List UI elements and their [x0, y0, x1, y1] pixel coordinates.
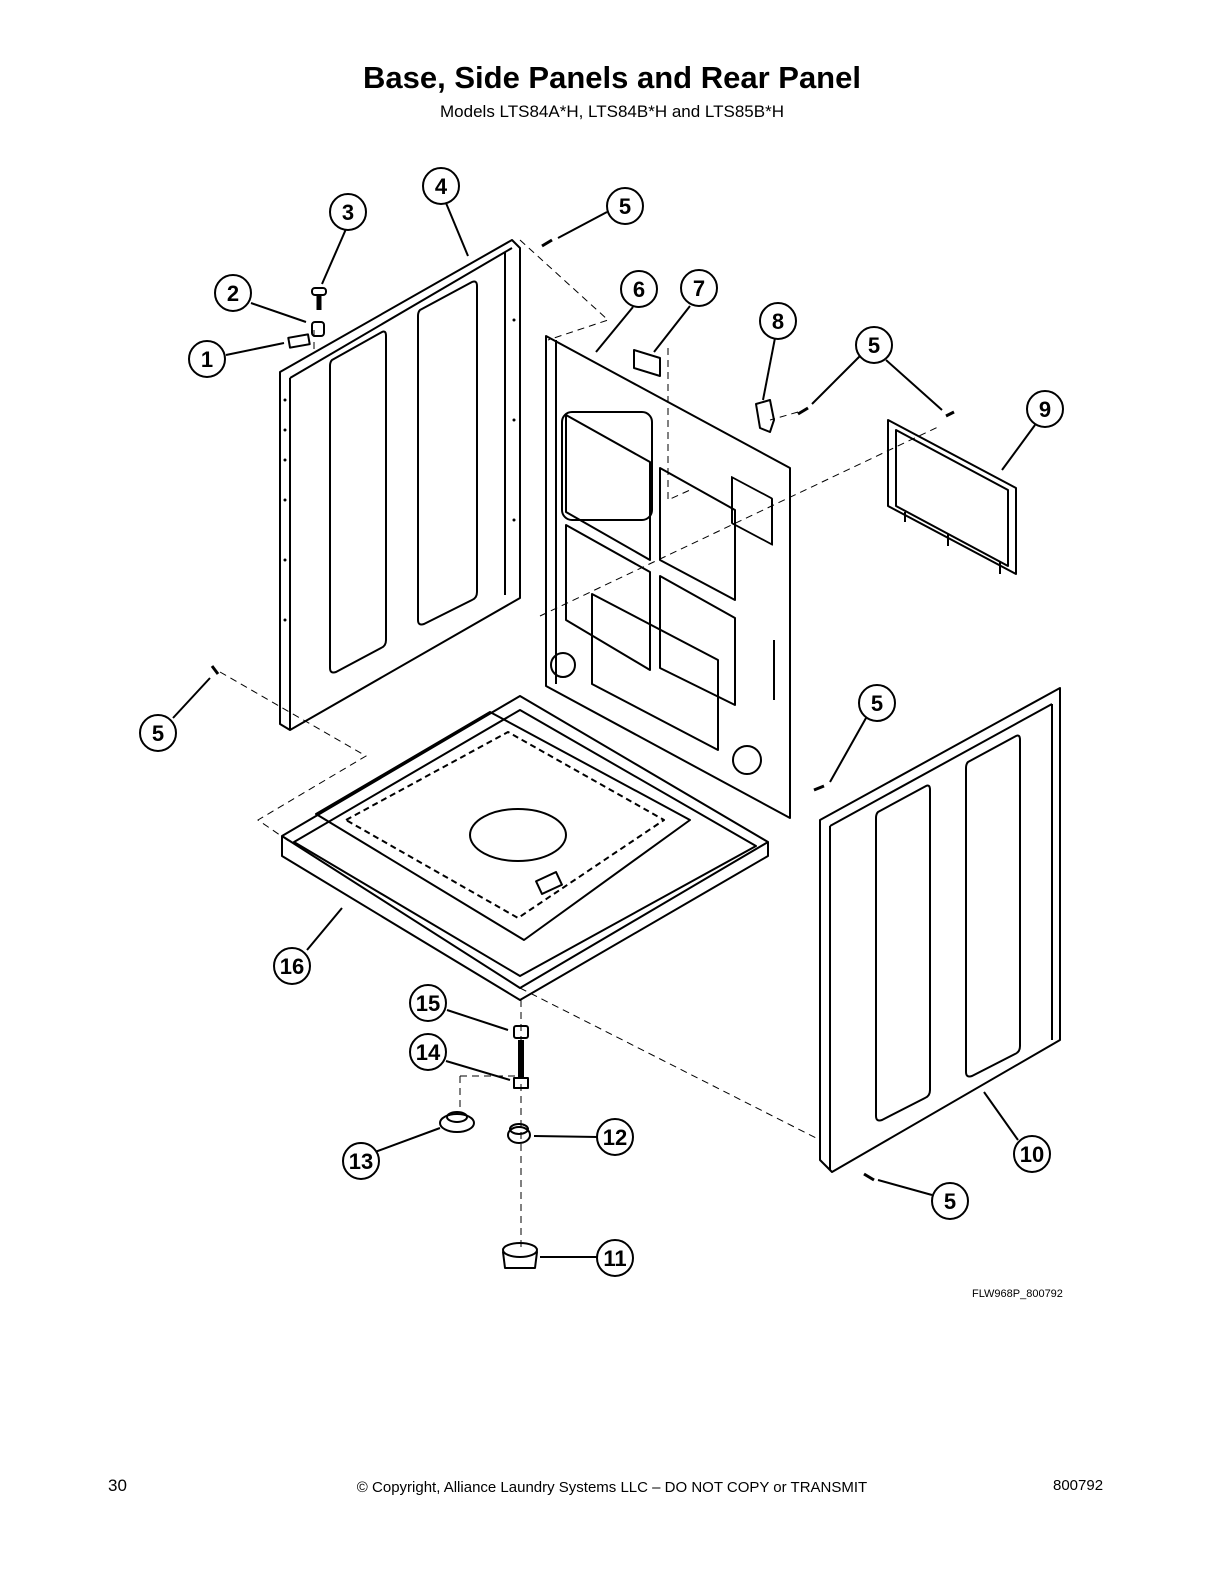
- callout-number: 5: [619, 194, 631, 219]
- leader-line: [885, 359, 943, 411]
- rear-panel: [545, 335, 791, 819]
- callout-4: 4: [422, 167, 460, 205]
- dashed-line: [539, 425, 941, 617]
- plug: [287, 333, 311, 349]
- copyright-notice: © Copyright, Alliance Laundry Systems LL…: [356, 1479, 868, 1496]
- leader-line: [829, 717, 867, 783]
- page-subtitle: Models LTS84A*H, LTS84B*H and LTS85B*H: [440, 102, 784, 121]
- leader-line: [1001, 424, 1036, 471]
- leader-line: [653, 305, 691, 353]
- grommet: [311, 321, 325, 337]
- leader-line: [557, 211, 608, 239]
- callout-number: 15: [416, 991, 440, 1016]
- callout-number: 5: [152, 721, 164, 746]
- callout-13: 13: [342, 1142, 380, 1180]
- access-cover: [887, 419, 1017, 575]
- callout-number: 4: [435, 174, 448, 199]
- callout-1: 1: [188, 340, 226, 378]
- right-side-panel: [819, 687, 1061, 1173]
- page-title: Base, Side Panels and Rear Panel: [363, 60, 861, 95]
- callout-number: 5: [871, 691, 883, 716]
- leader-line: [172, 677, 211, 719]
- callout-10: 10: [1013, 1135, 1051, 1173]
- callout-12: 12: [596, 1118, 634, 1156]
- base: [281, 695, 769, 1001]
- callout-number: 5: [868, 333, 880, 358]
- left-side-panel: [279, 239, 521, 731]
- leader-line: [811, 355, 861, 405]
- document-number: 800792: [1053, 1477, 1104, 1494]
- screw-top: [311, 287, 327, 310]
- callout-7: 7: [680, 269, 718, 307]
- callout-number: 16: [280, 954, 304, 979]
- leader-line: [983, 1091, 1019, 1141]
- callout-number: 1: [201, 347, 213, 372]
- callout-15: 15: [409, 984, 447, 1022]
- label: [633, 349, 661, 377]
- leader-line: [445, 202, 469, 257]
- dashed-line: [519, 987, 821, 1141]
- page-number: 30: [108, 1476, 127, 1495]
- callout-number: 9: [1039, 397, 1051, 422]
- leader-line: [250, 302, 307, 323]
- callout-3: 3: [329, 193, 367, 231]
- leader-line: [374, 1127, 441, 1153]
- callout-number: 13: [349, 1149, 373, 1174]
- screws: [210, 238, 955, 1182]
- callout-5: 5: [606, 187, 644, 225]
- hinge: [755, 399, 775, 433]
- callout-number: 12: [603, 1125, 627, 1150]
- dashed-line: [219, 671, 367, 843]
- callout-number: 11: [603, 1246, 626, 1271]
- drawing-id: FLW968P_800792: [972, 1288, 1063, 1300]
- callout-14: 14: [409, 1033, 447, 1071]
- callout-number: 14: [416, 1040, 441, 1065]
- leader-line: [306, 907, 343, 951]
- leader-line: [321, 228, 347, 285]
- leader-line: [225, 342, 285, 356]
- leader-line: [762, 337, 776, 401]
- dashed-line: [519, 239, 609, 341]
- callout-number: 5: [944, 1189, 956, 1214]
- dashed-line: [667, 348, 691, 501]
- callout-number: 7: [693, 276, 705, 301]
- callout-2: 2: [214, 274, 252, 312]
- callout-11: 11: [596, 1239, 634, 1277]
- callout-number: 8: [772, 309, 784, 334]
- foot-assembly: [439, 1025, 538, 1269]
- callout-16: 16: [273, 947, 311, 985]
- callout-8: 8: [759, 302, 797, 340]
- callout-number: 2: [227, 281, 239, 306]
- dashed-line: [769, 411, 799, 421]
- leader-line: [877, 1179, 933, 1196]
- leader-line: [595, 306, 634, 353]
- callout-9: 9: [1026, 390, 1064, 428]
- callout-5: 5: [139, 714, 177, 752]
- callout-5: 5: [931, 1182, 969, 1220]
- callout-number: 10: [1020, 1142, 1044, 1167]
- callout-6: 6: [620, 270, 658, 308]
- callout-5: 5: [855, 326, 893, 364]
- callout-5: 5: [858, 684, 896, 722]
- leader-line: [445, 1060, 511, 1081]
- leader-line: [533, 1135, 599, 1138]
- leader-line: [446, 1009, 509, 1031]
- callout-number: 6: [633, 277, 645, 302]
- callout-number: 3: [342, 200, 354, 225]
